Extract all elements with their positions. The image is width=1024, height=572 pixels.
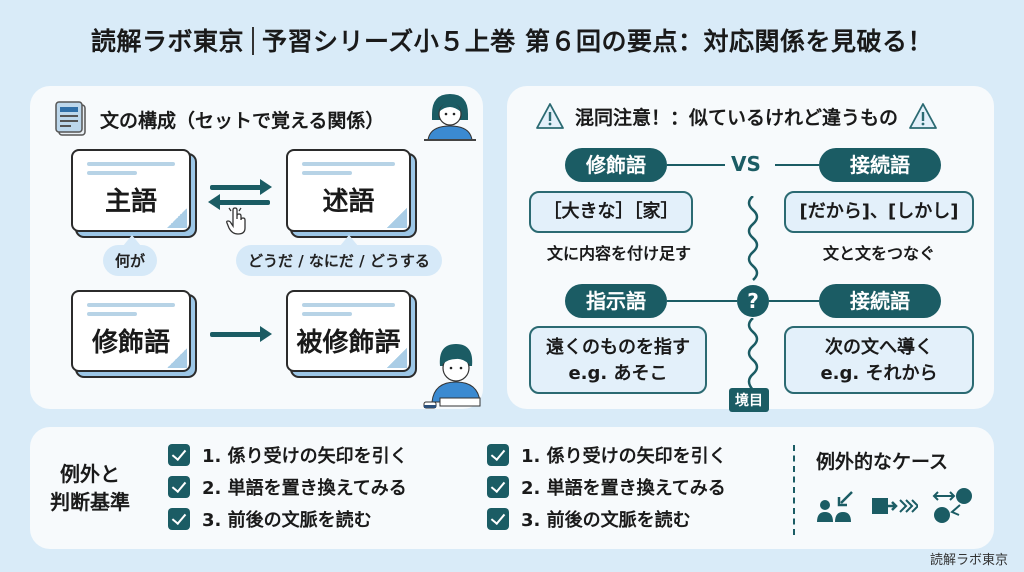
boundary-label: 境目	[729, 388, 769, 412]
subject-hint-text: 何が	[115, 252, 146, 270]
confusion-panel: 混同注意！：似ているけれど違うもの 修飾語 VS 接続語 ［大きな］［家］ [だ…	[507, 86, 994, 412]
checklist-item: 2. 単語を置き換えてみる	[487, 471, 727, 503]
checkbox-checked-icon[interactable]	[168, 508, 190, 530]
modifier-desc: 文に内容を付け足す	[546, 244, 691, 263]
subject-hint-bubble: 何が	[103, 235, 158, 276]
confusion-heading-text: 混同注意！：似ているけれど違うもの	[575, 106, 899, 129]
hand-pointer-icon	[226, 207, 246, 235]
warning-icon	[909, 103, 937, 129]
footer-brand: 読解ラボ東京	[929, 553, 1008, 568]
arrow-left-icon	[208, 194, 270, 210]
structure-panel: 文の構成（セットで覚える関係） 主語 述語 何が どうだ / なにだ /	[30, 86, 483, 409]
conjunction-desc: 文と文をつなぐ	[822, 244, 935, 263]
student-boy-icon	[423, 344, 481, 409]
conjunction-pill-2: 接続語	[819, 284, 941, 318]
checkbox-checked-icon[interactable]	[487, 508, 509, 530]
wavy-divider-icon	[747, 196, 759, 281]
title-brand: 読解ラボ東京	[91, 27, 245, 56]
conjunction-example-box: [だから]、[しかし]	[784, 191, 974, 233]
criteria-panel: 例外と 判断基準 1. 係り受けの矢印を引く 2. 単語を置き換えてみる 3. …	[30, 427, 994, 549]
structure-heading-text: 文の構成（セットで覚える関係）	[100, 109, 385, 132]
predicate-card: 述語	[286, 149, 411, 232]
page-curl-icon	[167, 348, 187, 368]
question-icon: ?	[737, 285, 769, 317]
checkbox-checked-icon[interactable]	[168, 476, 190, 498]
connector-line	[667, 300, 737, 302]
subject-label: 主語	[104, 187, 157, 217]
people-arrow-icon	[817, 491, 853, 522]
modified-label: 被修飾語	[296, 328, 401, 358]
arrow-right-icon	[210, 179, 272, 195]
demonstrative-desc: 遠くのものを指す	[546, 337, 690, 358]
checkbox-checked-icon[interactable]	[168, 444, 190, 466]
page-curl-icon	[387, 348, 407, 368]
demonstrative-pill: 指示語	[565, 284, 667, 318]
document-icon	[55, 101, 86, 136]
modified-card: 被修飾語	[286, 290, 411, 372]
page-title: 読解ラボ東京予習シリーズ小５上巻 第６回の要点：対応関係を見破る！	[0, 22, 1024, 58]
modifier-label: 修飾語	[91, 328, 170, 358]
checklist-item: 2. 単語を置き換えてみる	[168, 471, 408, 503]
vs-label: VS	[731, 152, 761, 176]
checkbox-checked-icon[interactable]	[487, 444, 509, 466]
title-text: 予習シリーズ小５上巻 第６回の要点：対応関係を見破る！	[262, 27, 933, 56]
conjunction-pill: 接続語	[819, 148, 941, 182]
box-forward-icon	[872, 498, 918, 514]
connector-line	[667, 164, 725, 166]
swap-nodes-icon	[932, 488, 972, 523]
structure-heading: 文の構成（セットで覚える関係）	[54, 100, 384, 138]
page-curl-icon	[167, 208, 187, 228]
criteria-title: 例外と 判断基準	[50, 460, 130, 516]
predicate-hint-bubble: どうだ / なにだ / どうする	[236, 235, 442, 276]
page-curl-icon	[387, 208, 407, 228]
demonstrative-box: 遠くのものを指す e.g. あそこ	[529, 326, 707, 394]
warning-icon	[536, 103, 564, 129]
connector-line	[769, 300, 819, 302]
title-separator	[252, 27, 255, 55]
demonstrative-example: e.g. あそこ	[568, 363, 668, 384]
checklist-item: 3. 前後の文脈を読む	[168, 503, 408, 535]
connector-line	[775, 164, 819, 166]
criteria-title-line1: 例外と	[60, 462, 120, 486]
conjunction-desc-2: 次の文へ導く	[825, 337, 933, 358]
checklist-item: 3. 前後の文脈を読む	[487, 503, 727, 535]
student-girl-icon	[424, 94, 476, 141]
checklist-item: 1. 係り受けの矢印を引く	[487, 439, 727, 471]
checkbox-checked-icon[interactable]	[487, 476, 509, 498]
conjunction-box-2: 次の文へ導く e.g. それから	[784, 326, 974, 394]
criteria-title-line2: 判断基準	[50, 490, 130, 514]
dashed-divider	[793, 445, 795, 535]
checklist-b: 1. 係り受けの矢印を引く 2. 単語を置き換えてみる 3. 前後の文脈を読む	[487, 439, 727, 535]
predicate-hint-text: どうだ / なにだ / どうする	[248, 252, 430, 270]
confusion-heading: 混同注意！：似ているけれど違うもの	[535, 102, 938, 130]
checklist-item: 1. 係り受けの矢印を引く	[168, 439, 408, 471]
conjunction-example-2: e.g. それから	[820, 363, 938, 384]
arrow-right-icon	[210, 326, 272, 342]
predicate-label: 述語	[322, 187, 375, 217]
modifier-card: 修飾語	[71, 290, 191, 372]
checklist-a: 1. 係り受けの矢印を引く 2. 単語を置き換えてみる 3. 前後の文脈を読む	[168, 439, 408, 535]
subject-card: 主語	[71, 149, 191, 232]
modifier-pill: 修飾語	[565, 148, 667, 182]
exceptions-icons	[816, 487, 974, 525]
exceptions-title: 例外的なケース	[816, 451, 949, 473]
modifier-example-box: ［大きな］［家］	[529, 191, 693, 233]
wavy-divider-icon	[747, 318, 759, 390]
